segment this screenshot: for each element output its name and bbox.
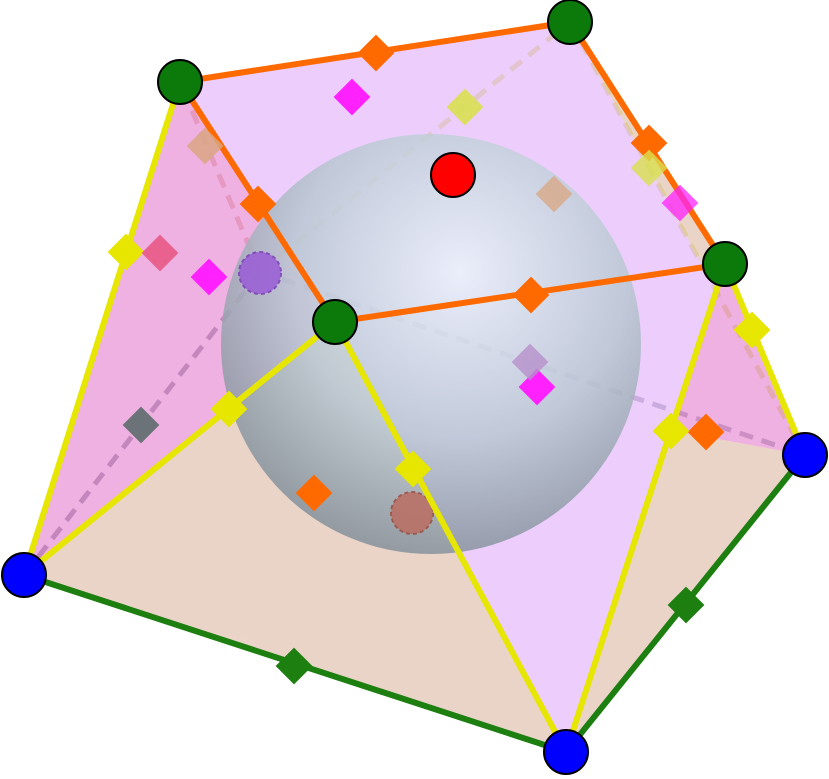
vertex-green bbox=[547, 0, 593, 45]
marker-lavender bbox=[511, 343, 549, 381]
marker-pink bbox=[141, 234, 179, 272]
diamond-markers bbox=[107, 34, 771, 685]
vertex-green bbox=[702, 241, 748, 287]
marker-yellow bbox=[210, 390, 248, 428]
marker-green bbox=[667, 586, 705, 624]
marker-muted-yellow bbox=[446, 88, 484, 126]
marker-orange bbox=[630, 124, 668, 162]
marker-magenta bbox=[333, 78, 371, 116]
edge-yellow bbox=[21, 319, 338, 578]
inscribed-sphere bbox=[221, 134, 641, 554]
vertex-green bbox=[157, 59, 203, 105]
marker-yellow bbox=[394, 450, 432, 488]
marker-yellow bbox=[107, 233, 145, 271]
edge-yellow bbox=[563, 261, 728, 755]
marker-tan bbox=[535, 175, 573, 213]
edge-yellow bbox=[21, 79, 183, 578]
hidden-vertex-brown bbox=[390, 491, 434, 535]
marker-yellow bbox=[652, 412, 690, 450]
front-edges bbox=[21, 19, 808, 755]
face-bottom-tan bbox=[24, 322, 566, 752]
marker-orange bbox=[295, 474, 333, 512]
vertex-blue bbox=[782, 432, 828, 478]
marker-orange bbox=[239, 185, 277, 223]
vertex-red bbox=[430, 152, 476, 198]
vertex-blue bbox=[543, 729, 589, 775]
marker-magenta bbox=[190, 258, 228, 296]
vertex-blue bbox=[1, 552, 47, 598]
edge-yellow bbox=[332, 319, 569, 755]
marker-grey bbox=[122, 406, 160, 444]
marker-tan bbox=[186, 127, 224, 165]
vertex-green bbox=[312, 299, 358, 345]
marker-green bbox=[275, 647, 313, 685]
marker-magenta bbox=[661, 184, 699, 222]
marker-orange bbox=[512, 276, 550, 314]
hidden-vertex-purple bbox=[238, 251, 282, 295]
marker-yellow bbox=[733, 311, 771, 349]
edge-yellow bbox=[722, 261, 808, 458]
marker-orange bbox=[687, 413, 725, 451]
marker-muted-yellow bbox=[630, 149, 668, 187]
marker-orange bbox=[357, 34, 395, 72]
